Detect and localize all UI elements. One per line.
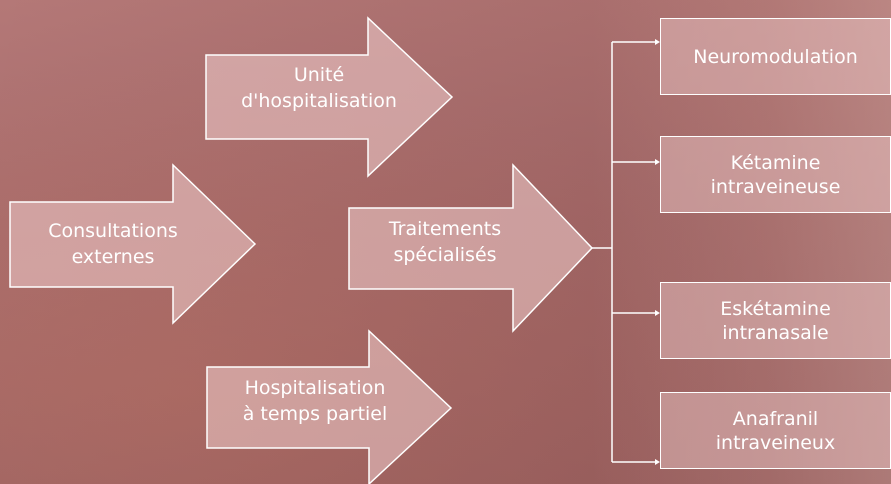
connector-lines — [592, 41, 655, 463]
box-anafranil-iv-label: Anafranil intraveineux — [715, 407, 836, 454]
box-esketamine-intranasale: Eskétamine intranasale — [660, 282, 891, 359]
arrow-unite-hospitalisation — [205, 16, 454, 178]
box-ketamine-iv: Kétamine intraveineuse — [660, 136, 891, 213]
box-esketamine-intranasale-label: Eskétamine intranasale — [720, 297, 831, 344]
arrow-consultations — [9, 163, 257, 325]
label-traitements-specialises: Traitements spécialisés — [388, 218, 502, 266]
box-neuromodulation-label: Neuromodulation — [693, 45, 858, 68]
label-consultations-externes: Consultations externes — [48, 220, 178, 268]
box-anafranil-iv: Anafranil intraveineux — [660, 392, 891, 469]
box-neuromodulation: Neuromodulation — [660, 18, 891, 95]
arrow-traitements-specialises — [348, 163, 594, 333]
box-ketamine-iv-label: Kétamine intraveineuse — [710, 151, 841, 198]
arrow-hospitalisation-partiel — [206, 329, 453, 484]
label-unite-hospitalisation: Unité d'hospitalisation — [241, 64, 397, 112]
label-hospitalisation-partiel: Hospitalisation à temps partiel — [242, 377, 388, 425]
